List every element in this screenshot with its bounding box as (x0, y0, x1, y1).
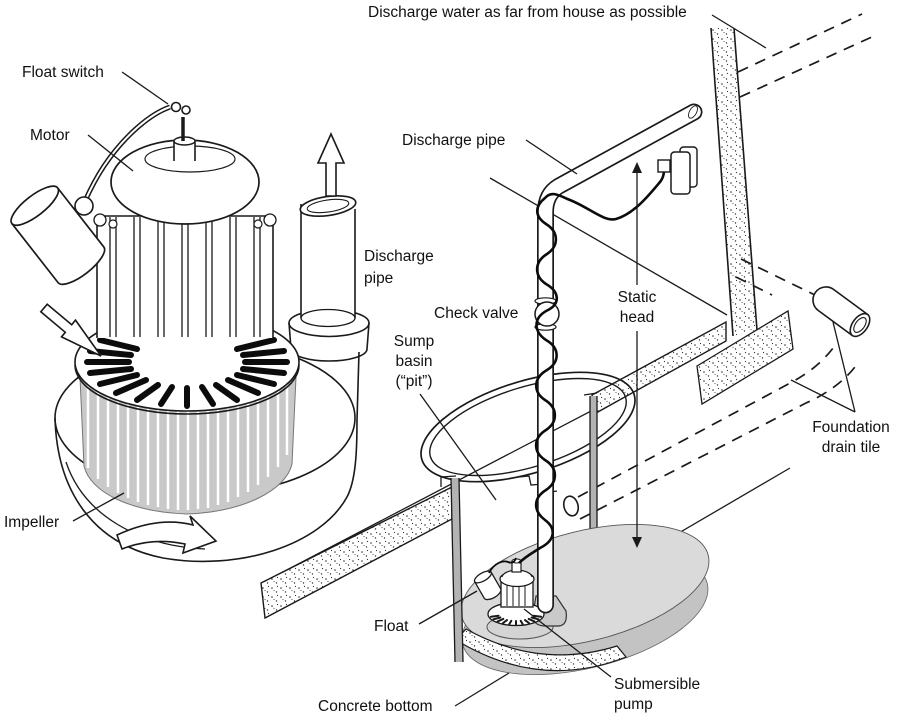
motor-dome (110, 101, 260, 225)
label-foundation-drain-tile-2: drain tile (822, 439, 881, 456)
concrete-bottom-ring (455, 628, 627, 672)
drain-inlet-hole (562, 495, 580, 517)
pump-detail-figure (10, 101, 370, 563)
label-submersible-pump-2: pump (614, 696, 653, 713)
pump-intake-slots (489, 614, 543, 626)
leader-motor (87, 134, 134, 172)
floor-slab-left (260, 485, 453, 620)
power-cord (518, 146, 698, 564)
label-concrete-bottom: Concrete bottom (318, 698, 433, 715)
pipe-end-cap (688, 105, 698, 119)
inflow-arrow-icon (39, 303, 102, 357)
label-motor: Motor (30, 127, 70, 144)
label-float-switch: Float switch (22, 64, 104, 81)
label-static-head-1: Static (618, 289, 657, 306)
hidden-drain-tile-run (577, 258, 859, 520)
pipe-coupling (300, 308, 356, 328)
motor-ribs (109, 217, 261, 337)
label-discharge-pipe: Discharge pipe (402, 132, 505, 149)
foundation-wall (710, 27, 758, 337)
intake-slots (84, 337, 290, 409)
float-cylinder (10, 185, 106, 286)
leader-impeller (72, 492, 125, 522)
label-sump-basin-3: (“pit”) (395, 373, 432, 390)
drain-tile-pipe (812, 286, 871, 338)
plug (657, 159, 671, 173)
leader-discharge-pipe (525, 139, 578, 175)
label-sump-basin-2: basin (395, 353, 432, 370)
label-float: Float (374, 618, 409, 635)
label-top-note: Discharge water as far from house as pos… (368, 4, 687, 21)
pit-float (473, 570, 502, 601)
foundation-footing (696, 309, 794, 406)
wall-floor-junction-line (489, 177, 728, 316)
float-wire (488, 557, 517, 574)
label-discharge-pipe-detail-1: Discharge (364, 248, 434, 265)
leader-drain-tile-2 (790, 379, 856, 413)
label-sump-basin-1: Sump (394, 333, 435, 350)
float-assembly (10, 104, 171, 286)
label-foundation-drain-tile-1: Foundation (812, 419, 890, 436)
motor-body (93, 212, 277, 338)
basin-wall-right (562, 392, 598, 535)
leader-top-note (711, 14, 767, 49)
leader-float (418, 590, 478, 625)
label-check-valve: Check valve (434, 305, 518, 322)
static-head-arrow (632, 162, 642, 548)
flow-up-arrow-icon (316, 132, 346, 197)
labels-layer: Discharge water as far from house as pos… (4, 4, 890, 715)
label-submersible-pump-1: Submersible (614, 676, 700, 693)
leader-concrete-bottom (454, 672, 510, 707)
leader-float-switch (121, 71, 169, 105)
leader-sump-basin (419, 393, 497, 501)
float-switch-mechanism (170, 101, 191, 115)
outlet-box (670, 146, 698, 195)
installation-figure (260, 13, 875, 676)
leader-drain-tile-1 (832, 321, 856, 413)
basin-wall-left (440, 475, 464, 663)
label-impeller: Impeller (4, 514, 59, 531)
rotation-arrow-icon (116, 515, 218, 555)
label-static-head-2: head (620, 309, 654, 326)
discharge-pipe-detail (288, 132, 370, 362)
hidden-discharge-pipe-outside (737, 13, 875, 98)
label-discharge-pipe-detail-2: pipe (364, 270, 393, 287)
leader-submersible-pump (523, 608, 612, 678)
